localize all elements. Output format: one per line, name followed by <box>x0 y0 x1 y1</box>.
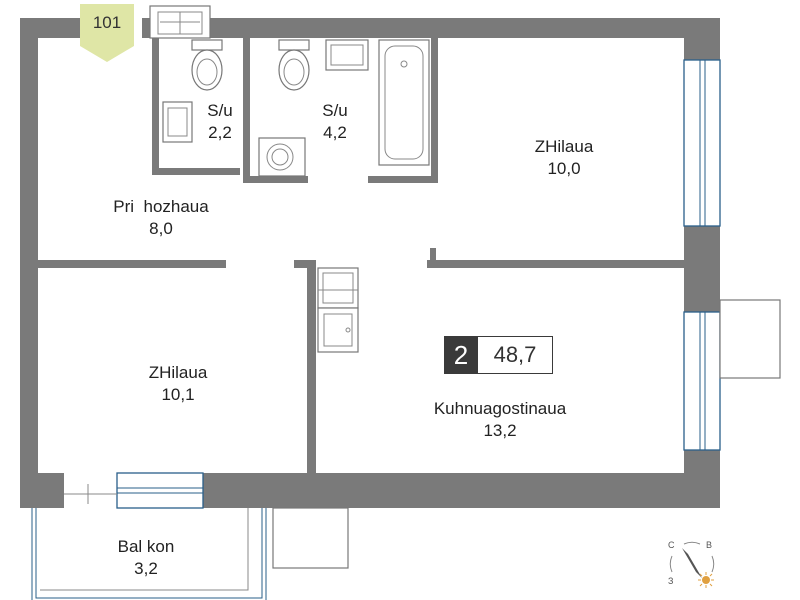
wall-kitchen-door-jamb <box>430 248 436 268</box>
ac-unit-balcony <box>272 507 349 569</box>
apartment-summary: 2 48,7 <box>444 336 553 374</box>
room-bedroom-left: ZHilaua 10,1 <box>126 362 230 406</box>
sun-icon <box>702 576 710 584</box>
stove <box>317 267 359 309</box>
room-bath-small-area: 2,2 <box>208 123 232 142</box>
toilet-tank-2 <box>278 39 310 51</box>
room-count-badge: 2 <box>444 336 478 374</box>
wall-bath1-left <box>152 38 159 175</box>
wall-kitchen-stub <box>294 260 316 268</box>
toilet-bowl-1 <box>191 49 223 91</box>
balcony-rail <box>35 508 263 599</box>
room-balcony-name: Bal kon <box>117 537 175 556</box>
room-bedroom-right: ZHilaua 10,0 <box>512 136 616 180</box>
wall-bottom-left <box>20 473 64 508</box>
window-kitchen <box>683 311 721 451</box>
room-hallway: Pri hozhaua 8,0 <box>96 196 226 240</box>
room-balcony-area: 3,2 <box>134 559 158 578</box>
room-kitchen-living-name: Kuhnuagostinaua <box>433 399 567 418</box>
wall-hall-horizontal <box>38 260 226 268</box>
wall-kitchen-horizontal <box>427 260 684 268</box>
room-kitchen-living: Kuhnuagostinaua 13,2 <box>405 398 595 442</box>
wall-bath-divider <box>243 38 250 183</box>
badge-shape <box>80 4 134 62</box>
room-hallway-name: Pri hozhaua <box>113 197 209 216</box>
wall-bath2-bottom-right <box>368 176 438 183</box>
toilet-bowl-2 <box>278 49 310 91</box>
room-bedroom-left-area: 10,1 <box>161 385 195 404</box>
room-bedroom-left-name: ZHilaua <box>148 363 208 382</box>
room-bedroom-right-name: ZHilaua <box>534 137 594 156</box>
toilet-tank-1 <box>191 39 223 51</box>
room-kitchen-living-area: 13,2 <box>483 421 517 440</box>
kitchen-sink <box>317 307 359 353</box>
room-bedroom-right-area: 10,0 <box>547 159 581 178</box>
wall-right-top <box>684 18 720 60</box>
apartment-number: 101 <box>92 13 122 32</box>
compass-north: С <box>668 540 675 550</box>
bathtub <box>378 39 430 166</box>
room-bath-large-area: 4,2 <box>323 123 347 142</box>
room-bath-small-name: S/u <box>207 101 233 120</box>
apartment-number-badge: 101 <box>80 4 134 62</box>
total-area: 48,7 <box>478 336 553 374</box>
room-hallway-area: 8,0 <box>149 219 173 238</box>
compass-icon <box>669 541 715 588</box>
window-bedroom-right <box>683 59 721 227</box>
wall-bottom-right <box>203 473 720 508</box>
wall-bath2-right <box>431 38 438 183</box>
wall-top-middle <box>142 18 720 38</box>
room-balcony: Bal kon 3,2 <box>96 536 196 580</box>
wall-right-middle <box>684 226 720 312</box>
wall-bath1-bottom <box>152 168 240 175</box>
balcony-door <box>116 472 204 509</box>
room-bath-small: S/u 2,2 <box>188 100 252 144</box>
wall-bath2-bottom-left <box>243 176 308 183</box>
compass-west: З <box>668 576 674 586</box>
room-bath-large: S/u 4,2 <box>303 100 367 144</box>
compass: С В З <box>666 538 718 590</box>
wall-bedroom-divider <box>307 260 316 473</box>
room-bath-large-name: S/u <box>322 101 348 120</box>
ac-unit-kitchen <box>719 299 781 379</box>
compass-east: В <box>706 540 713 550</box>
wall-left <box>20 18 38 508</box>
